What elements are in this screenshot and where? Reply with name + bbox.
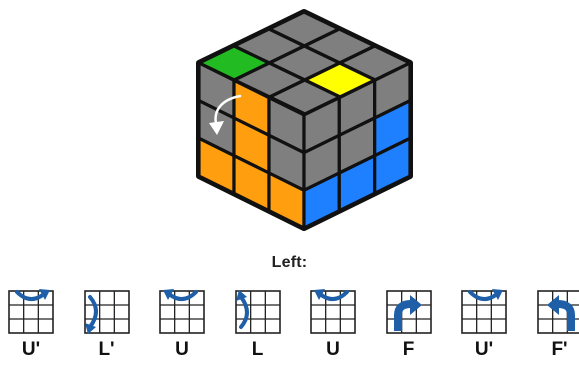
move-notation: U	[157, 339, 207, 361]
rotate-left-column-icon	[233, 287, 283, 337]
move-8: F'	[535, 287, 579, 337]
rotate-left-column-icon	[82, 287, 132, 337]
move-1: U'	[6, 287, 56, 337]
move-6: F	[384, 287, 434, 337]
move-notation: L'	[82, 339, 132, 361]
move-3: U	[157, 287, 207, 337]
rotate-front-face-icon	[384, 287, 434, 337]
move-5: U	[308, 287, 358, 337]
move-notation: U'	[459, 339, 509, 361]
rotate-top-row-icon	[6, 287, 56, 337]
move-4: L	[233, 287, 283, 337]
rotate-top-row-icon	[157, 287, 207, 337]
move-notation: F	[384, 339, 434, 361]
move-notation: L	[233, 339, 283, 361]
rotate-front-face-icon	[535, 287, 579, 337]
move-notation: F'	[535, 339, 579, 361]
move-notation: U'	[6, 339, 56, 361]
rotate-top-row-icon	[459, 287, 509, 337]
section-label: Left:	[0, 254, 579, 272]
move-7: U'	[459, 287, 509, 337]
rotate-top-row-icon	[308, 287, 358, 337]
move-notation: U	[308, 339, 358, 361]
move-2: L'	[82, 287, 132, 337]
cube-diagram	[0, 0, 579, 250]
